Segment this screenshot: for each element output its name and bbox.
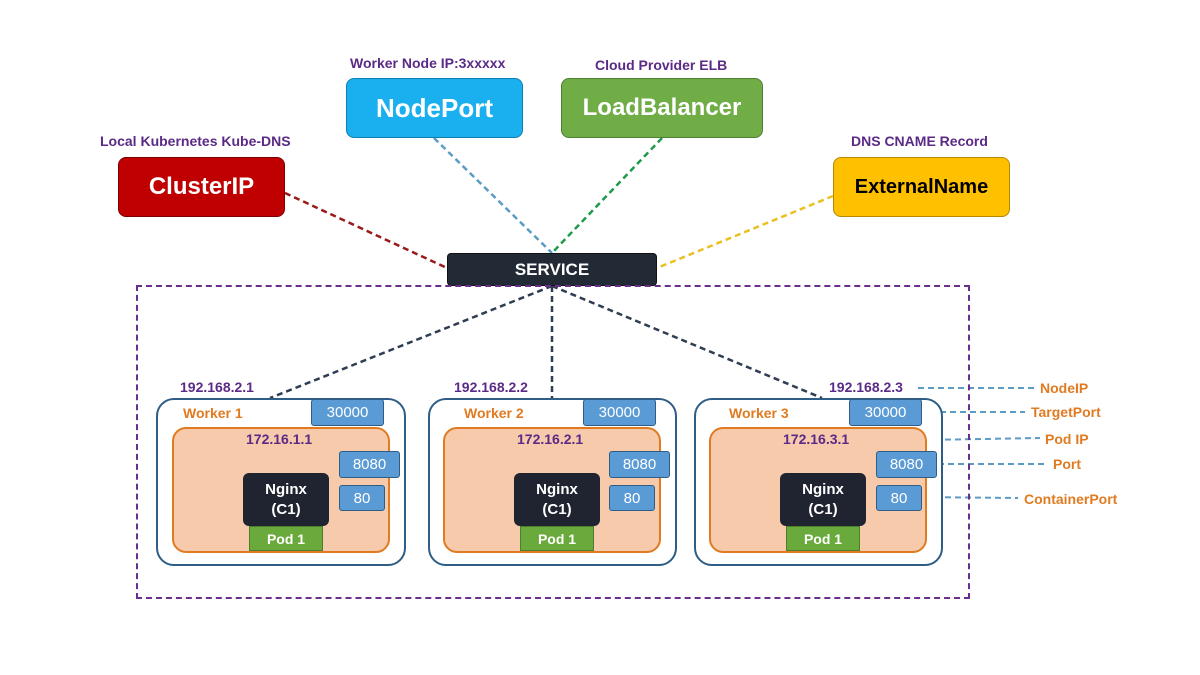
worker2-pod-label: Pod 1 xyxy=(520,526,594,551)
externalname-box: ExternalName xyxy=(833,157,1010,217)
worker1-label: Worker 1 xyxy=(183,405,243,421)
nodeport-caption: Worker Node IP:3xxxxx xyxy=(350,55,506,71)
service-to-worker3 xyxy=(551,284,823,400)
legend-line-containerport xyxy=(914,496,1019,499)
worker1-port: 8080 xyxy=(339,451,400,478)
externalname-caption: DNS CNAME Record xyxy=(851,133,988,149)
worker1-node-ip: 192.168.2.1 xyxy=(180,379,254,395)
clusterip-caption: Local Kubernetes Kube-DNS xyxy=(100,133,291,149)
worker1-pod-label: Pod 1 xyxy=(249,526,323,551)
legend-nodeip: NodeIP xyxy=(1040,380,1089,396)
clusterip-connector xyxy=(284,191,448,270)
cluster-boundary xyxy=(136,285,970,599)
legend-podip: Pod IP xyxy=(1045,431,1089,447)
worker3-container-port: 80 xyxy=(876,485,922,511)
worker3-nginx-container: Nginx (C1) xyxy=(780,473,866,526)
worker2-port: 8080 xyxy=(609,451,670,478)
nodeport-box: NodePort xyxy=(346,78,523,138)
loadbalancer-box: LoadBalancer xyxy=(561,78,763,138)
worker3-label: Worker 3 xyxy=(729,405,789,421)
worker1-container-id: (C1) xyxy=(271,500,301,518)
legend-containerport: ContainerPort xyxy=(1024,491,1118,507)
worker3-pod-ip: 172.16.3.1 xyxy=(783,431,850,447)
legend-port: Port xyxy=(1053,456,1081,472)
worker3-container-id: (C1) xyxy=(808,500,838,518)
worker1-pod-ip: 172.16.1.1 xyxy=(246,431,313,447)
worker2-node-ip: 192.168.2.2 xyxy=(454,379,528,395)
nodeport-connector xyxy=(433,137,553,254)
worker1-nginx-container: Nginx (C1) xyxy=(243,473,329,526)
worker3-port: 8080 xyxy=(876,451,937,478)
service-to-worker1 xyxy=(269,284,553,400)
worker1-node-port: 30000 xyxy=(311,399,384,426)
worker2-container-name: Nginx xyxy=(536,480,578,498)
externalname-connector xyxy=(656,194,834,270)
worker2-pod-ip: 172.16.2.1 xyxy=(517,431,584,447)
clusterip-box: ClusterIP xyxy=(118,157,285,217)
worker2-node-port: 30000 xyxy=(583,399,656,426)
service-box: SERVICE xyxy=(447,253,657,286)
worker3-container-name: Nginx xyxy=(802,480,844,498)
legend-line-podip xyxy=(864,437,1041,442)
loadbalancer-caption: Cloud Provider ELB xyxy=(595,57,728,73)
worker3-pod-label: Pod 1 xyxy=(786,526,860,551)
worker2-container-id: (C1) xyxy=(542,500,572,518)
legend-targetport: TargetPort xyxy=(1031,404,1101,420)
worker2-container-port: 80 xyxy=(609,485,655,511)
worker1-container-port: 80 xyxy=(339,485,385,511)
worker3-node-ip: 192.168.2.3 xyxy=(829,379,903,395)
worker3-node-port: 30000 xyxy=(849,399,922,426)
worker2-label: Worker 2 xyxy=(464,405,524,421)
worker2-nginx-container: Nginx (C1) xyxy=(514,473,600,526)
loadbalancer-connector xyxy=(551,137,663,254)
worker1-container-name: Nginx xyxy=(265,480,307,498)
